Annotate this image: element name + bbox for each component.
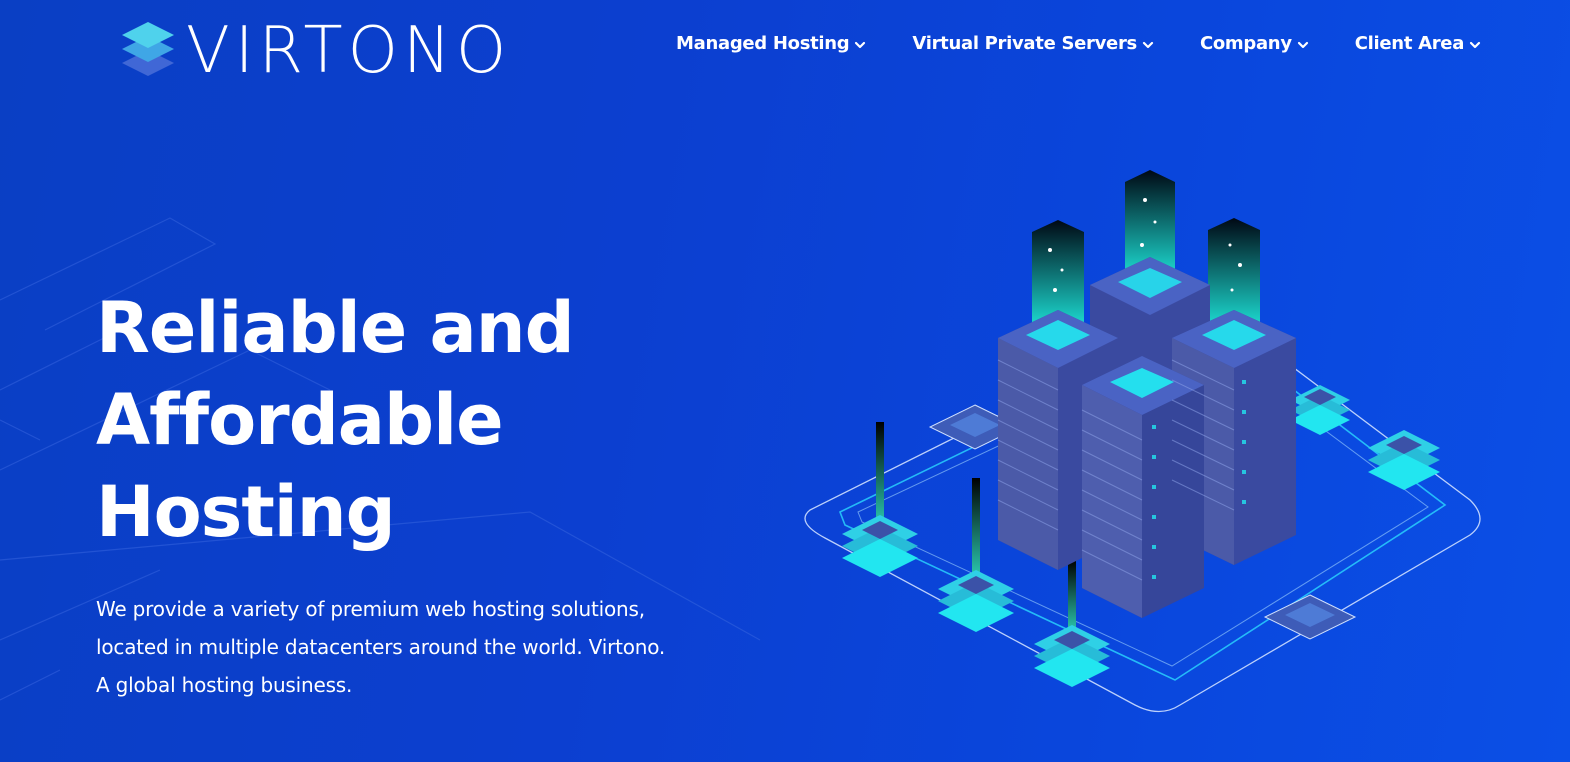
chevron-down-icon bbox=[1469, 41, 1481, 48]
nav-label: Managed Hosting bbox=[676, 33, 850, 54]
chevron-down-icon bbox=[1142, 41, 1154, 48]
hero-description-line: We provide a variety of premium web host… bbox=[96, 597, 645, 621]
site-header: VIRTONO Managed Hosting Virtual Private … bbox=[0, 0, 1570, 100]
hero-description-line: A global hosting business. bbox=[96, 673, 353, 697]
hero-title-line: Reliable and bbox=[96, 287, 575, 369]
logo[interactable]: VIRTONO bbox=[122, 18, 532, 84]
stacked-layers-icon bbox=[122, 22, 174, 76]
chevron-down-icon bbox=[1297, 41, 1308, 48]
nav-label: Company bbox=[1199, 33, 1292, 54]
main-nav: Managed Hosting Virtual Private Servers … bbox=[676, 33, 1481, 54]
hero-title-line: Affordable bbox=[96, 379, 504, 461]
nav-company[interactable]: Company bbox=[1200, 33, 1309, 54]
chevron-down-icon bbox=[855, 41, 866, 48]
nav-label: Virtual Private Servers bbox=[912, 33, 1137, 54]
nav-label: Client Area bbox=[1354, 33, 1465, 54]
server-towers-illustration bbox=[804, 170, 1481, 713]
hero-description-line: located in multiple datacenters around t… bbox=[96, 635, 666, 659]
hero-description: We provide a variety of premium web host… bbox=[96, 590, 796, 704]
hero-title-line: Hosting bbox=[96, 471, 396, 553]
nav-client-area[interactable]: Client Area bbox=[1355, 33, 1481, 54]
logo-text: VIRTONO bbox=[186, 14, 512, 88]
nav-managed-hosting[interactable]: Managed Hosting bbox=[676, 33, 866, 54]
nav-virtual-private-servers[interactable]: Virtual Private Servers bbox=[912, 33, 1154, 54]
hero-title: Reliable and Affordable Hosting bbox=[96, 282, 736, 558]
